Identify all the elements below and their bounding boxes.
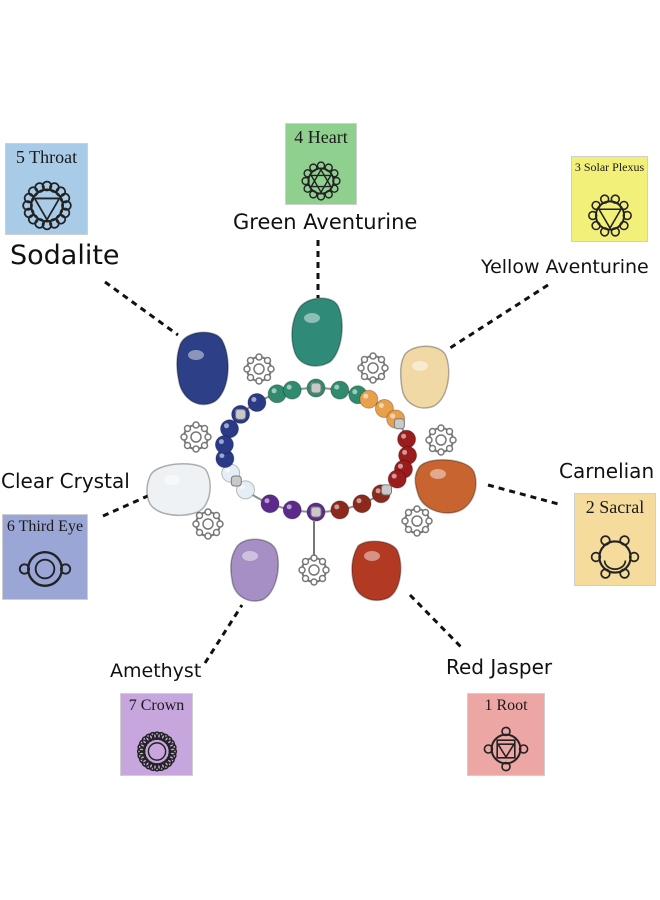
silver-charm-icon <box>401 505 433 537</box>
heart-chakra-card: 4 Heart <box>285 123 357 205</box>
red-jasper-stone <box>351 540 402 602</box>
solar-plexus-symbol-icon <box>587 194 632 237</box>
bead <box>330 500 350 520</box>
silver-charm-icon <box>357 352 389 384</box>
green-aventurine-label: Green Aventurine <box>233 210 418 234</box>
sacral-chakra-card: 2 Sacral <box>574 493 656 586</box>
sodalite-leader-line <box>104 280 179 337</box>
yellow-aventurine-stone <box>399 345 450 409</box>
silver-charm-icon <box>243 353 275 385</box>
bead <box>282 500 302 520</box>
bead <box>397 429 417 449</box>
bead-highlight <box>218 439 224 445</box>
silver-charm-icon <box>192 508 224 540</box>
bead-highlight <box>398 463 403 469</box>
heart-chakra-title: 4 Heart <box>294 127 348 147</box>
clear-crystal-label: Clear Crystal <box>1 469 130 493</box>
silver-spacer <box>381 484 392 496</box>
bead-highlight <box>219 453 225 459</box>
bead-highlight <box>391 473 397 479</box>
amethyst-label: Amethyst <box>110 660 202 682</box>
bead-highlight <box>401 433 407 439</box>
bead-highlight <box>334 504 340 510</box>
bead-highlight <box>264 498 270 504</box>
green-aventurine-stone-sheen <box>304 313 320 323</box>
bead-highlight <box>378 403 384 408</box>
bead-highlight <box>334 384 340 390</box>
throat-symbol-icon <box>21 180 72 231</box>
amethyst-stone <box>230 538 280 602</box>
sacral-symbol-icon <box>590 535 640 579</box>
bead-highlight <box>286 504 292 510</box>
bead-highlight <box>271 388 277 394</box>
carnelian-leader-line <box>487 483 563 507</box>
bead-highlight <box>225 467 231 473</box>
bead-highlight <box>356 498 362 504</box>
sacral-chakra-title: 2 Sacral <box>585 497 645 517</box>
carnelian-stone-sheen <box>430 469 446 479</box>
root-symbol-icon <box>483 726 529 772</box>
sodalite-label: Sodalite <box>10 240 120 271</box>
red-jasper-leader-line <box>408 593 464 650</box>
bead-highlight <box>402 449 408 455</box>
bead <box>352 494 372 514</box>
solar-plexus-chakra-card: 3 Solar Plexus <box>571 156 648 242</box>
third-eye-symbol-icon <box>18 551 72 587</box>
silver-spacer <box>310 506 322 518</box>
bead-highlight <box>251 397 257 402</box>
bead <box>260 494 280 514</box>
throat-chakra-title: 5 Throat <box>15 147 78 167</box>
clear-crystal-stone <box>146 463 211 517</box>
crown-chakra-title: 7 Crown <box>128 697 185 714</box>
carnelian-label: Carnelian <box>559 459 655 483</box>
bead <box>359 389 379 409</box>
bead <box>214 435 234 455</box>
crown-chakra-card: 7 Crown <box>120 693 193 776</box>
sodalite-stone <box>176 331 229 406</box>
solar-plexus-chakra-title: 3 Solar Plexus <box>574 160 645 174</box>
sodalite-stone-sheen <box>188 350 204 360</box>
silver-charm-icon <box>180 421 212 453</box>
bead-highlight <box>375 488 381 494</box>
bead <box>247 393 267 412</box>
clear-crystal-stone-sheen <box>164 475 180 485</box>
third-eye-chakra-card: 6 Third Eye <box>2 514 88 600</box>
bead <box>330 380 350 400</box>
silver-spacer <box>393 418 405 430</box>
throat-chakra-card: 5 Throat <box>5 143 88 235</box>
carnelian-stone <box>414 459 477 514</box>
root-chakra-title: 1 Root <box>484 697 528 714</box>
yellow-aventurine-stone-sheen <box>412 361 428 371</box>
red-jasper-stone-sheen <box>364 551 380 561</box>
bead-highlight <box>224 423 229 429</box>
clear-crystal-leader-line <box>102 493 151 518</box>
silver-charm-icon <box>425 424 457 456</box>
root-chakra-card: 1 Root <box>467 693 545 776</box>
third-eye-chakra-title: 6 Third Eye <box>6 518 84 535</box>
amethyst-stone-sheen <box>242 551 258 561</box>
bead-highlight <box>352 389 358 395</box>
yellow-aventurine-leader-line <box>449 283 549 350</box>
silver-spacer <box>235 408 247 420</box>
silver-spacer <box>230 475 242 487</box>
bead-highlight <box>363 393 369 399</box>
bead-highlight <box>240 484 245 490</box>
silver-charm-icon <box>298 554 330 586</box>
heart-symbol-icon <box>301 161 341 201</box>
green-aventurine-stone <box>291 297 343 367</box>
bead <box>282 380 302 400</box>
red-jasper-label: Red Jasper <box>446 655 553 679</box>
amethyst-leader-line <box>203 604 244 664</box>
silver-spacer <box>310 382 322 394</box>
bead-highlight <box>390 413 396 419</box>
crown-symbol-icon <box>136 731 177 772</box>
yellow-aventurine-label: Yellow Aventurine <box>481 256 649 278</box>
bead-highlight <box>286 384 292 390</box>
